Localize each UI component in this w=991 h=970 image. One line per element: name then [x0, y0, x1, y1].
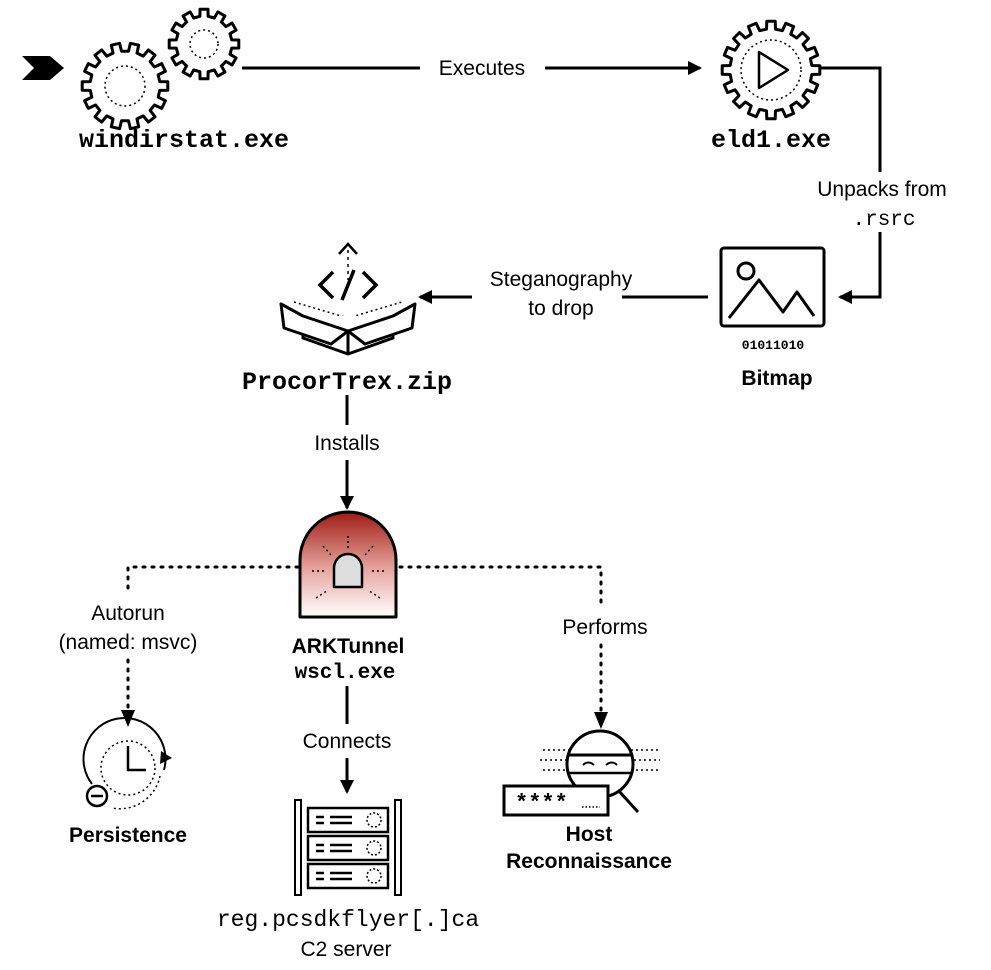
node-persistence-label: Persistence: [69, 824, 187, 847]
node-bitmap-label: Bitmap: [741, 367, 812, 390]
edge-label-stego-2: to drop: [528, 297, 593, 320]
server-unit-led: [366, 812, 382, 828]
node-arktunnel-sublabel: wscl.exe: [295, 662, 396, 685]
edge-label-unpacks-1: Unpacks from: [817, 178, 947, 201]
gear-play-icon: [720, 19, 822, 121]
edge-label-autorun-2: (named: msvc): [59, 631, 198, 654]
server-unit-led: [366, 868, 382, 884]
password-field-text: ****: [515, 791, 568, 816]
start-chevron-icon: [22, 56, 64, 80]
image-icon: [719, 246, 826, 328]
gear-hub: [189, 29, 219, 59]
edge-label-installs: Installs: [314, 432, 379, 455]
node-arktunnel-label: ARKTunnel: [292, 635, 405, 658]
alarm-light-icon: [298, 510, 398, 619]
spy-icon: [502, 729, 660, 817]
edge-label-performs: Performs: [562, 616, 647, 639]
node-recon-label-2: Reconnaissance: [506, 850, 672, 873]
edge-performs: [398, 565, 608, 729]
code-box-icon: [279, 242, 417, 356]
server-rack-icon: [294, 799, 402, 896]
server-unit: [306, 834, 390, 862]
edge-label-autorun-1: Autorun: [91, 602, 165, 625]
gear-hub: [104, 65, 146, 107]
bitmap-binary-text: 01011010: [742, 338, 805, 353]
edge-label-connects: Connects: [303, 730, 392, 753]
node-c2-label: reg.pcsdkflyer[.]ca: [217, 907, 479, 933]
node-c2-sublabel: C2 server: [300, 938, 391, 961]
edge-label-stego-1: Steganography: [490, 268, 633, 291]
edge-label-executes: Executes: [439, 57, 525, 80]
edge-label-unpacks-2: .rsrc: [852, 209, 915, 232]
node-eld1-label: eld1.exe: [711, 126, 831, 155]
clock-minus-icon: [82, 717, 172, 810]
gear-shape: [167, 7, 241, 81]
node-windirstat-label: windirstat.exe: [79, 126, 289, 155]
server-unit: [306, 806, 390, 834]
gears-icon: [80, 7, 241, 131]
gear-shape: [80, 41, 170, 131]
server-unit-led: [366, 840, 382, 856]
node-recon-label-1: Host: [566, 823, 613, 846]
server-unit: [306, 862, 390, 890]
gear-hub: [740, 39, 802, 101]
edge-unpacks: [820, 66, 882, 304]
node-procortrex-label: ProcorTrex.zip: [242, 368, 452, 397]
